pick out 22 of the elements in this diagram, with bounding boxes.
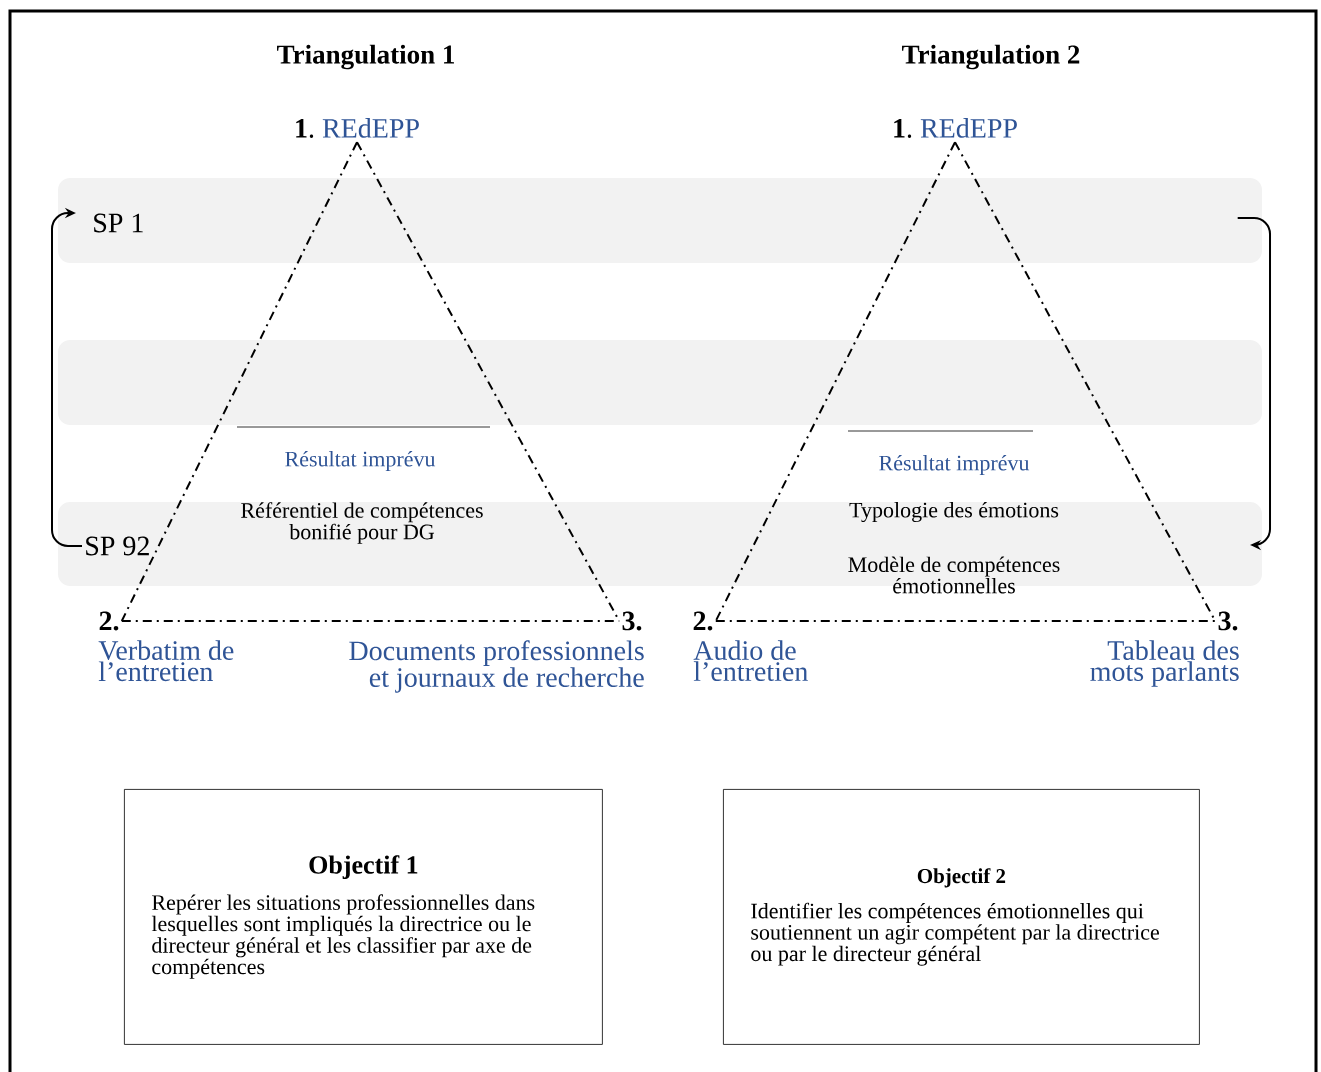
vertex-label: 1. REdEPP bbox=[296, 118, 419, 138]
vertex-label: 3. Documents professionnels et journaux de recherche bbox=[349, 611, 644, 693]
curved-arrow bbox=[51, 207, 83, 547]
vertex-label: 1. REdEPP bbox=[894, 118, 1017, 138]
triangulation-title: Triangulation 1 bbox=[277, 44, 454, 70]
step-label: SP 1 bbox=[94, 213, 143, 233]
dash-dot-line bbox=[714, 620, 1217, 622]
vertex-label: 2. Audio de l’entretien bbox=[693, 611, 808, 681]
curved-arrow bbox=[1236, 217, 1271, 551]
result-text: Référentiel de compétences bonifié pour DG bbox=[241, 502, 483, 544]
vertex-label: 3. Tableau des mots parlants bbox=[1090, 611, 1239, 687]
result-text: Typologie des émotions bbox=[849, 502, 1059, 523]
dash-dot-line bbox=[714, 141, 956, 622]
result-label: Résultat imprévu bbox=[285, 451, 436, 471]
result-label: Résultat imprévu bbox=[879, 455, 1030, 475]
step-label: SP 92 bbox=[86, 536, 149, 556]
dash-dot-line bbox=[120, 141, 358, 622]
objective-box: Objectif 2 Identifier les compétences émotionnelles qui soutiennent un agir compétent par la directrice ou par le directeur général bbox=[723, 789, 1200, 1045]
vertex-label: 2. Verbatim de l’entretien bbox=[98, 611, 234, 682]
result-text: Modèle de compétences émotionnelles bbox=[848, 556, 1060, 594]
triangulation-title: Triangulation 2 bbox=[902, 44, 1080, 70]
objective-box: Objectif 1 Repérer les situations professionnelles dans lesquelles sont impliqués la directrice ou le directeur général et les classifier par axe de compétences bbox=[124, 789, 603, 1045]
